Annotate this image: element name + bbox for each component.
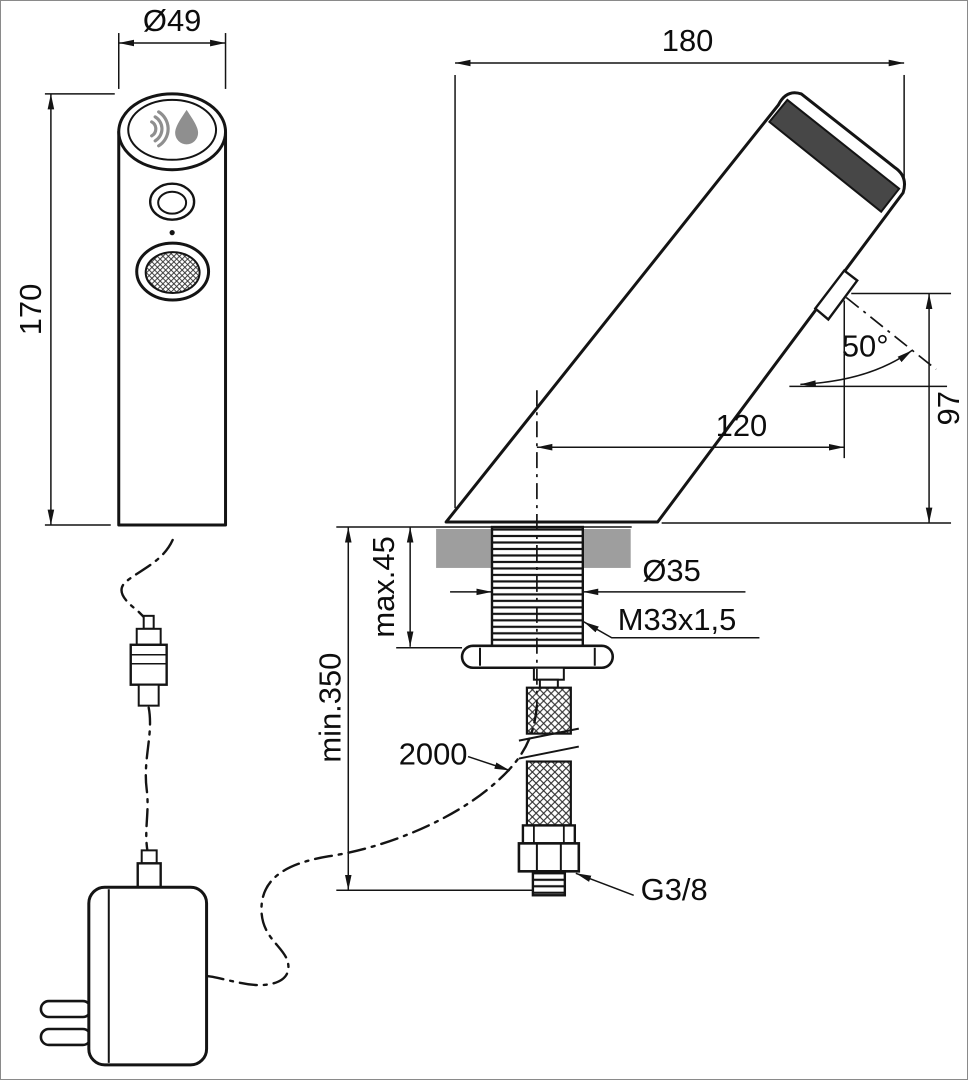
inlet-thread-stub (531, 870, 567, 897)
angle-arc (800, 349, 913, 387)
braided-hose-lower (525, 760, 572, 827)
power-cable (205, 704, 539, 987)
cable-connector (135, 627, 162, 646)
deck-slab-right (583, 529, 631, 568)
strain-relief (136, 862, 162, 891)
inlet-thread-leader (575, 872, 634, 896)
hose-connector (532, 666, 565, 681)
spray-axis-line (845, 296, 937, 371)
supply-hose (517, 666, 581, 897)
dim-label-cable-length: 2000 (399, 737, 468, 772)
side-view: 50° 180 97 120 max.45 min.350 Ø35 M33x1,… (205, 23, 966, 987)
hose-connector (538, 678, 559, 689)
cable-connector (137, 683, 160, 707)
sensor-window-inner (157, 190, 188, 215)
deck-slab-left (436, 529, 491, 568)
indicator-dot (169, 230, 175, 236)
dim-label-inlet-thread: G3/8 (641, 872, 708, 907)
break-mark (518, 745, 579, 760)
proximity-waves-icon (150, 110, 170, 148)
strain-relief (140, 849, 158, 865)
aerator-mesh (144, 251, 201, 295)
dim-label-spray-angle: 50° (842, 328, 889, 363)
dim-label-shank-thread: M33x1,5 (618, 602, 737, 637)
cable-connector (129, 643, 168, 686)
adapter-body (87, 885, 209, 1067)
cable-length-leader (467, 755, 511, 772)
plug-pin (39, 1027, 93, 1047)
dim-label-top-diameter: Ø49 (143, 3, 201, 38)
dim-label-overall-length: 180 (662, 23, 714, 58)
sensor-face (127, 98, 218, 161)
plug-pin (39, 999, 93, 1019)
front-view: Ø49 170 (13, 3, 228, 527)
dim-label-spout-height: 97 (931, 391, 966, 425)
dim-label-hole-diameter: Ø35 (642, 553, 700, 588)
cable-connector (142, 614, 155, 630)
power-adapter (39, 538, 209, 1067)
water-drop-icon (175, 109, 199, 145)
spout-body (444, 91, 906, 524)
hose-collar (521, 824, 577, 845)
spout-end-cap (767, 98, 901, 214)
faucet-body-outline (117, 130, 228, 527)
shank-thread-leader (583, 621, 760, 639)
hex-nut (517, 842, 581, 873)
outlet-nozzle (813, 268, 859, 322)
power-cable-upper (120, 538, 174, 619)
dim-label-body-height: 170 (13, 284, 48, 336)
power-cable-lower (144, 706, 152, 854)
braided-hose-upper (525, 686, 572, 735)
dim-label-max-deck: max.45 (366, 536, 401, 637)
dim-label-min-clearance: min.350 (312, 653, 347, 763)
dim-label-spout-reach: 120 (716, 408, 768, 443)
